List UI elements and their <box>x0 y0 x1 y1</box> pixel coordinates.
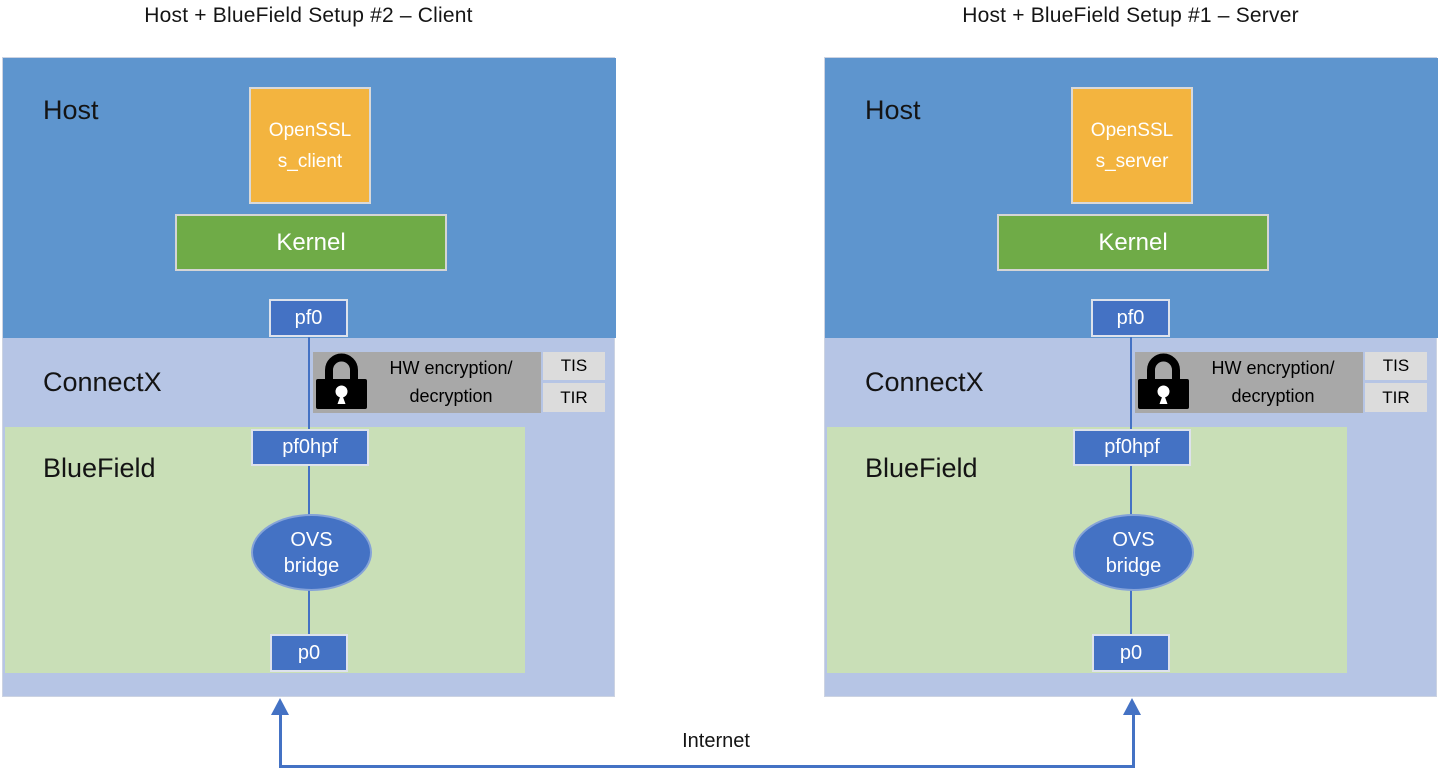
ovs-bridge-line1: OVS <box>1112 528 1155 551</box>
setup-client: Host + BlueField Setup #2 – Client Host … <box>0 0 617 770</box>
pf0-label: pf0 <box>1116 306 1145 329</box>
tis-box: TIS <box>543 352 605 380</box>
kernel-box: Kernel <box>175 214 447 271</box>
openssl-box: OpenSSL s_client <box>249 87 371 204</box>
hw-encryption-box: HW encryption/ decryption <box>313 352 541 413</box>
hw-encryption-line2: decryption <box>409 386 493 406</box>
internet-connector-horizontal <box>279 765 1135 768</box>
connector-line-vertical <box>1129 335 1132 636</box>
kernel-label: Kernel <box>1098 228 1168 256</box>
setup-client-title: Host + BlueField Setup #2 – Client <box>144 4 473 27</box>
pf0hpf-label: pf0hpf <box>282 436 338 458</box>
pf0-port: pf0 <box>269 299 348 337</box>
ovs-bridge-line2: bridge <box>283 554 340 577</box>
bluefield-label: BlueField <box>865 453 978 483</box>
hw-encryption-text: HW encryption/ decryption <box>365 354 537 410</box>
bluefield-label: BlueField <box>43 453 156 483</box>
hw-encryption-box: HW encryption/ decryption <box>1135 352 1363 413</box>
p0-label: p0 <box>1119 641 1143 664</box>
setup-server: Host + BlueField Setup #1 – Server Host … <box>822 0 1439 770</box>
hw-encryption-text: HW encryption/ decryption <box>1187 354 1359 410</box>
ovs-bridge: OVS bridge <box>251 514 372 591</box>
internet-connector-left <box>279 712 282 767</box>
ovs-bridge-line1: OVS <box>290 528 333 551</box>
lock-icon <box>1138 353 1189 409</box>
pf0-label: pf0 <box>294 306 323 329</box>
kernel-label: Kernel <box>276 228 346 256</box>
pf0hpf-port: pf0hpf <box>1073 429 1191 466</box>
pf0-port: pf0 <box>1091 299 1170 337</box>
tir-box: TIR <box>543 383 605 412</box>
hw-encryption-line1: HW encryption/ <box>1211 358 1335 378</box>
arrow-up-left-icon <box>271 698 289 715</box>
kernel-box: Kernel <box>997 214 1269 271</box>
openssl-label-line1: OpenSSL <box>268 119 352 141</box>
pf0hpf-port: pf0hpf <box>251 429 369 466</box>
hw-encryption-line2: decryption <box>1231 386 1315 406</box>
openssl-label-line1: OpenSSL <box>1090 119 1174 141</box>
arrow-up-right-icon <box>1123 698 1141 715</box>
connectx-label: ConnectX <box>865 367 984 397</box>
connectx-frame: Host ConnectX BlueField OpenSSL s_server… <box>824 57 1438 697</box>
tir-box: TIR <box>1365 383 1427 412</box>
pf0hpf-label: pf0hpf <box>1104 436 1160 458</box>
openssl-box: OpenSSL s_server <box>1071 87 1193 204</box>
connectx-frame: Host ConnectX BlueField OpenSSL s_client… <box>2 57 616 697</box>
connector-line-vertical <box>307 335 310 636</box>
p0-port: p0 <box>270 634 348 672</box>
ovs-bridge: OVS bridge <box>1073 514 1194 591</box>
openssl-label-line2: s_server <box>1095 150 1169 172</box>
internet-connector-right <box>1132 712 1135 767</box>
hw-encryption-line1: HW encryption/ <box>389 358 513 378</box>
internet-label: Internet <box>682 730 750 752</box>
lock-icon <box>316 353 367 409</box>
connectx-label: ConnectX <box>43 367 162 397</box>
tis-box: TIS <box>1365 352 1427 380</box>
openssl-label-line2: s_client <box>277 150 343 172</box>
p0-port: p0 <box>1092 634 1170 672</box>
setup-server-title: Host + BlueField Setup #1 – Server <box>962 4 1299 27</box>
p0-label: p0 <box>297 641 321 664</box>
host-label: Host <box>865 95 921 125</box>
host-label: Host <box>43 95 99 125</box>
ovs-bridge-line2: bridge <box>1105 554 1162 577</box>
